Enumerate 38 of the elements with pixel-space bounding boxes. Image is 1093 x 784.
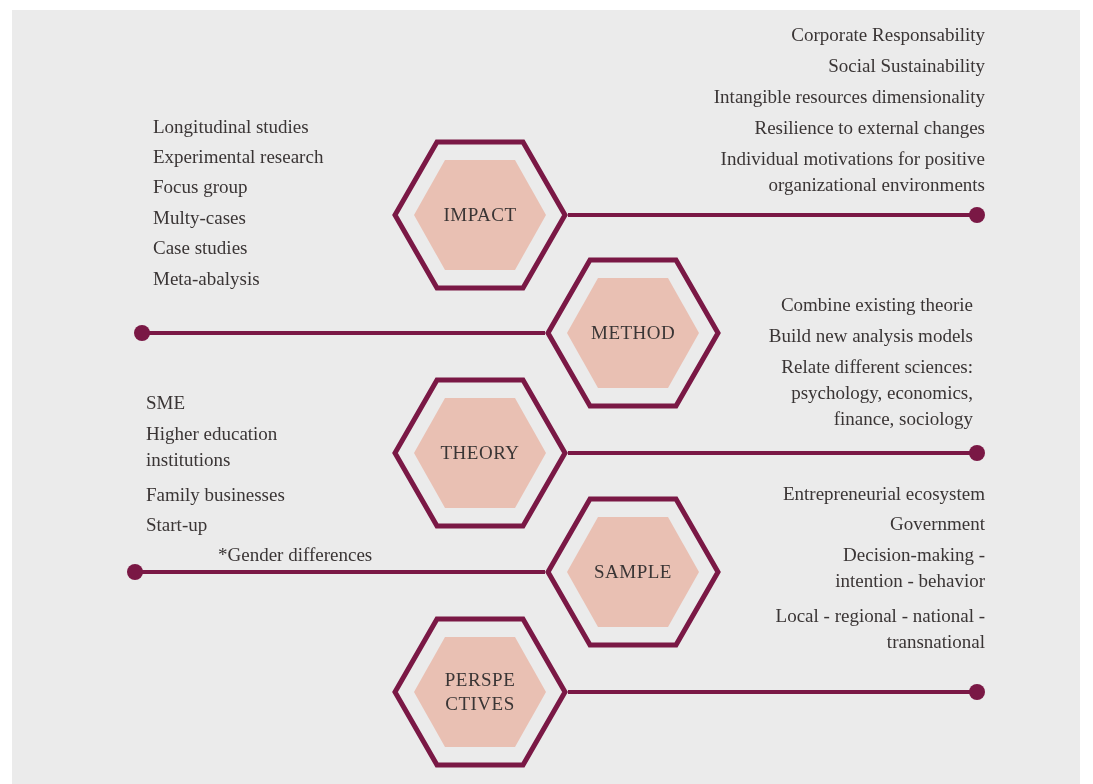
connector-line (568, 684, 985, 700)
hexagon-node (392, 139, 568, 291)
node-label: PERSPE CTIVES (443, 668, 517, 716)
list-item: Meta-abalysis (153, 267, 260, 291)
list-item: Higher education institutions (146, 422, 279, 472)
list-item: Build new analysis models (768, 324, 973, 348)
list-item: Intangible resources dimensionality (713, 85, 985, 109)
list-item: Resilience to external changes (754, 116, 985, 140)
connector-line (127, 564, 545, 580)
list-item: *Gender differences (218, 543, 373, 567)
list-item: Local - regional - national - transnational (774, 604, 985, 654)
list-item: Multy-cases (153, 206, 246, 230)
hexagon-node (392, 616, 568, 768)
list-item: Experimental research (153, 145, 324, 169)
node-label: SAMPLE (593, 560, 673, 584)
hexagon-node (545, 257, 721, 409)
connector-line (134, 325, 545, 341)
connector-line (568, 207, 985, 223)
list-item: Corporate Responsability (791, 23, 985, 47)
hexagon-node (545, 496, 721, 648)
list-item: Decision-making - intention - behavior (834, 543, 985, 593)
list-item: Individual motivations for positive organizational environments (719, 147, 985, 197)
node-label: IMPACT (442, 203, 518, 227)
list-item: Start-up (146, 513, 208, 537)
list-item: Entrepreneurial ecosystem (782, 482, 985, 506)
list-item: Social Sustainability (828, 54, 985, 78)
list-item: SME (146, 391, 186, 415)
list-item: Combine existing theorie (780, 293, 973, 317)
node-label: METHOD (591, 321, 675, 345)
list-item: Relate different sciences: psychology, economics, finance, sociology (780, 355, 973, 431)
connector-line (568, 445, 985, 461)
node-label: THEORY (439, 441, 521, 465)
list-item: Family businesses (146, 483, 285, 507)
list-item: Longitudinal studies (153, 115, 309, 139)
list-item: Case studies (153, 236, 248, 260)
list-item: Government (890, 512, 985, 536)
list-item: Focus group (153, 175, 248, 199)
hexagon-node (392, 377, 568, 529)
